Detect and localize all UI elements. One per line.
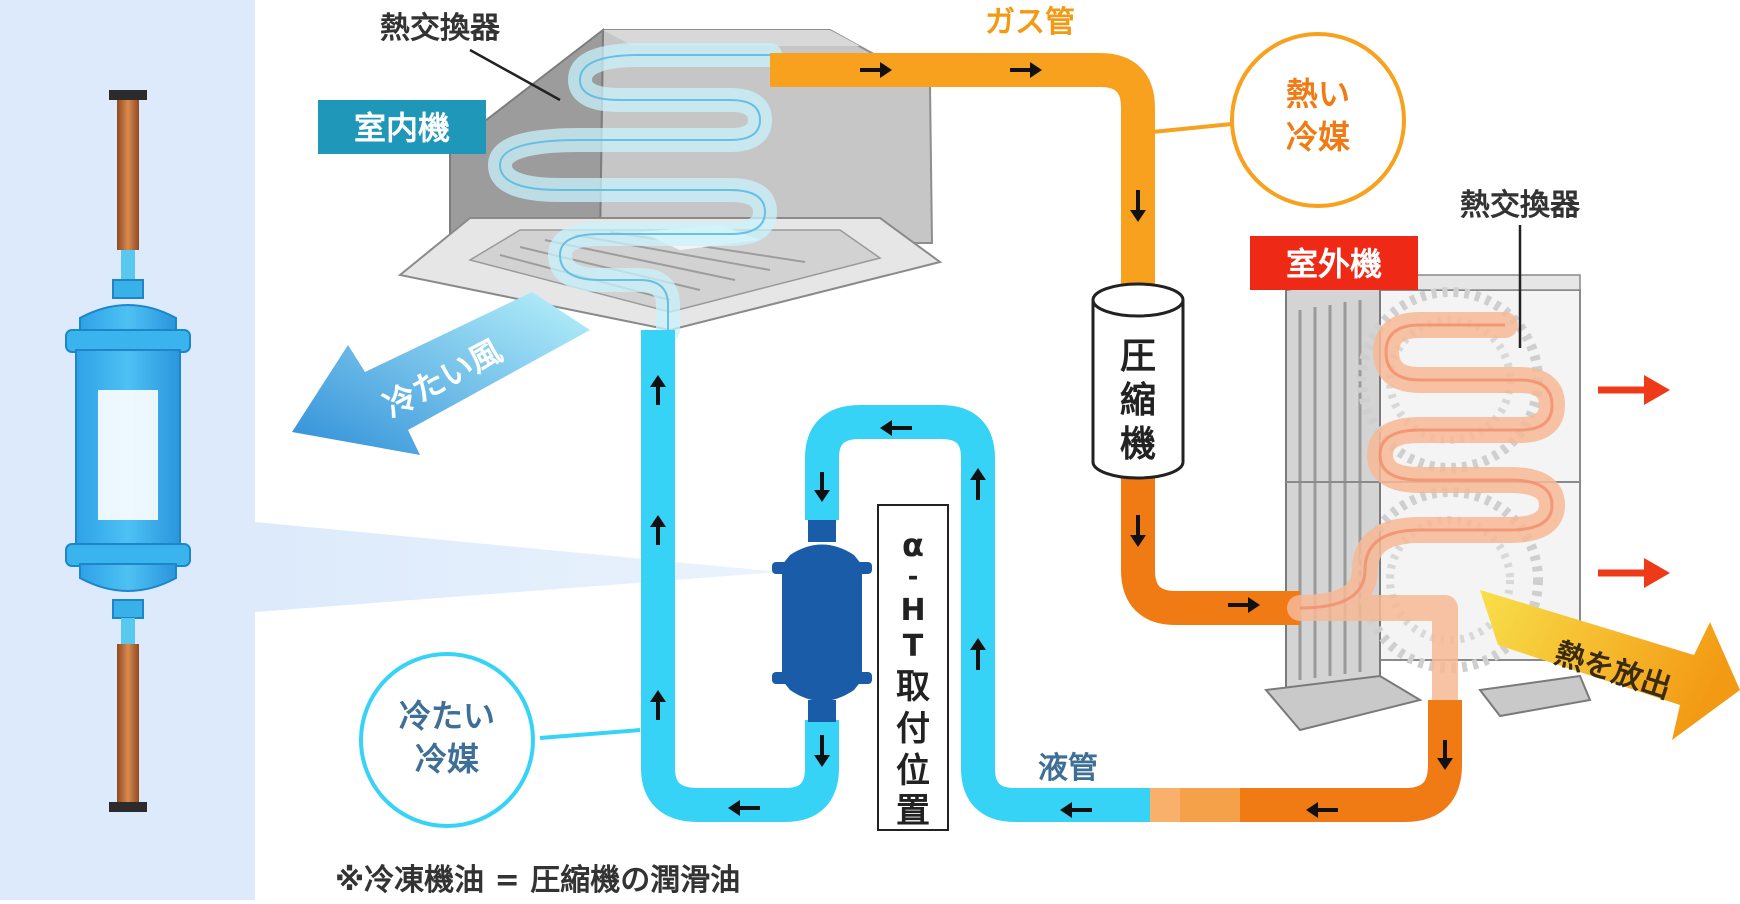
cold-air-arrow xyxy=(292,292,590,455)
arrow-left-2 xyxy=(1060,802,1092,818)
install-char-4: T xyxy=(903,629,924,664)
liquid-pipe-lower xyxy=(641,330,839,822)
gas-pipe xyxy=(770,53,1155,300)
liquid-pipe-label: 液管 xyxy=(1038,751,1098,786)
cold-refrigerant-circle xyxy=(359,652,535,828)
install-char-2: - xyxy=(908,562,919,592)
liquid-pipe xyxy=(805,405,1118,822)
arrow-left-1 xyxy=(1306,802,1338,818)
outdoor-hx-label: 熱交換器 xyxy=(1460,188,1581,223)
footnote: ※冷凍機油 = 圧縮機の潤滑油 xyxy=(335,863,740,898)
arrow-left-4 xyxy=(728,800,760,816)
install-char-3: H xyxy=(900,593,925,628)
install-char-8: 置 xyxy=(896,791,930,831)
hot-refrigerant-line2: 冷媒 xyxy=(1286,118,1351,156)
arrow-down-2 xyxy=(1130,515,1146,547)
arrow-up-1 xyxy=(970,638,986,670)
discharge-pipe xyxy=(1121,470,1300,625)
indoor-hx-leader xyxy=(469,48,561,102)
arrow-right-3 xyxy=(1228,597,1260,613)
arrow-right-1 xyxy=(860,62,892,78)
heat-arrow-bottom xyxy=(1598,558,1670,588)
pipe-coupling xyxy=(1180,788,1240,822)
cold-refrigerant-line1: 冷たい xyxy=(399,697,495,735)
compressor: 圧 縮 機 xyxy=(1091,282,1185,480)
hot-refrigerant-circle xyxy=(1230,32,1406,208)
install-char-5: 取 xyxy=(896,667,930,707)
install-char-6: 付 xyxy=(896,709,930,749)
compressor-label-1: 圧 xyxy=(1120,336,1156,377)
arrow-down-1 xyxy=(1130,190,1146,222)
arrow-left-3 xyxy=(880,420,912,436)
filter-drier-detail xyxy=(65,90,191,812)
heat-arrow-top xyxy=(1598,375,1670,405)
cold-refrigerant-line2: 冷媒 xyxy=(415,740,480,778)
gas-pipe-label: ガス管 xyxy=(985,5,1075,40)
indoor-hx-label: 熱交換器 xyxy=(380,11,501,46)
hot-refrigerant-leader xyxy=(1151,122,1233,134)
indoor-unit-label: 室内機 xyxy=(354,109,450,147)
install-char-7: 位 xyxy=(896,751,930,791)
compressor-label-2: 縮 xyxy=(1120,380,1156,421)
heat-out-arrows xyxy=(1598,375,1670,588)
arrow-down-4 xyxy=(814,472,830,502)
detail-beam xyxy=(255,522,780,612)
arrow-up-3 xyxy=(650,690,666,720)
flow-arrows xyxy=(650,62,1453,818)
arrow-up-5 xyxy=(650,375,666,405)
arrow-down-3 xyxy=(1437,740,1453,770)
arrow-down-5 xyxy=(814,735,830,767)
filter-drier-inline xyxy=(772,520,872,722)
arrow-up-2 xyxy=(970,468,986,500)
cold-refrigerant-leader xyxy=(539,728,641,740)
install-position-box: α - H T 取 付 位 置 xyxy=(877,504,949,831)
install-char-1: α xyxy=(902,526,924,564)
heat-release-arrow xyxy=(1480,590,1740,740)
indoor-unit-badge xyxy=(318,100,486,154)
arrow-up-4 xyxy=(650,515,666,545)
compressor-label-3: 機 xyxy=(1120,424,1156,465)
hot-refrigerant-line1: 熱い xyxy=(1286,75,1350,113)
arrow-right-2 xyxy=(1010,62,1042,78)
outdoor-unit-badge xyxy=(1250,236,1418,290)
outdoor-unit-label: 室外機 xyxy=(1286,245,1382,283)
